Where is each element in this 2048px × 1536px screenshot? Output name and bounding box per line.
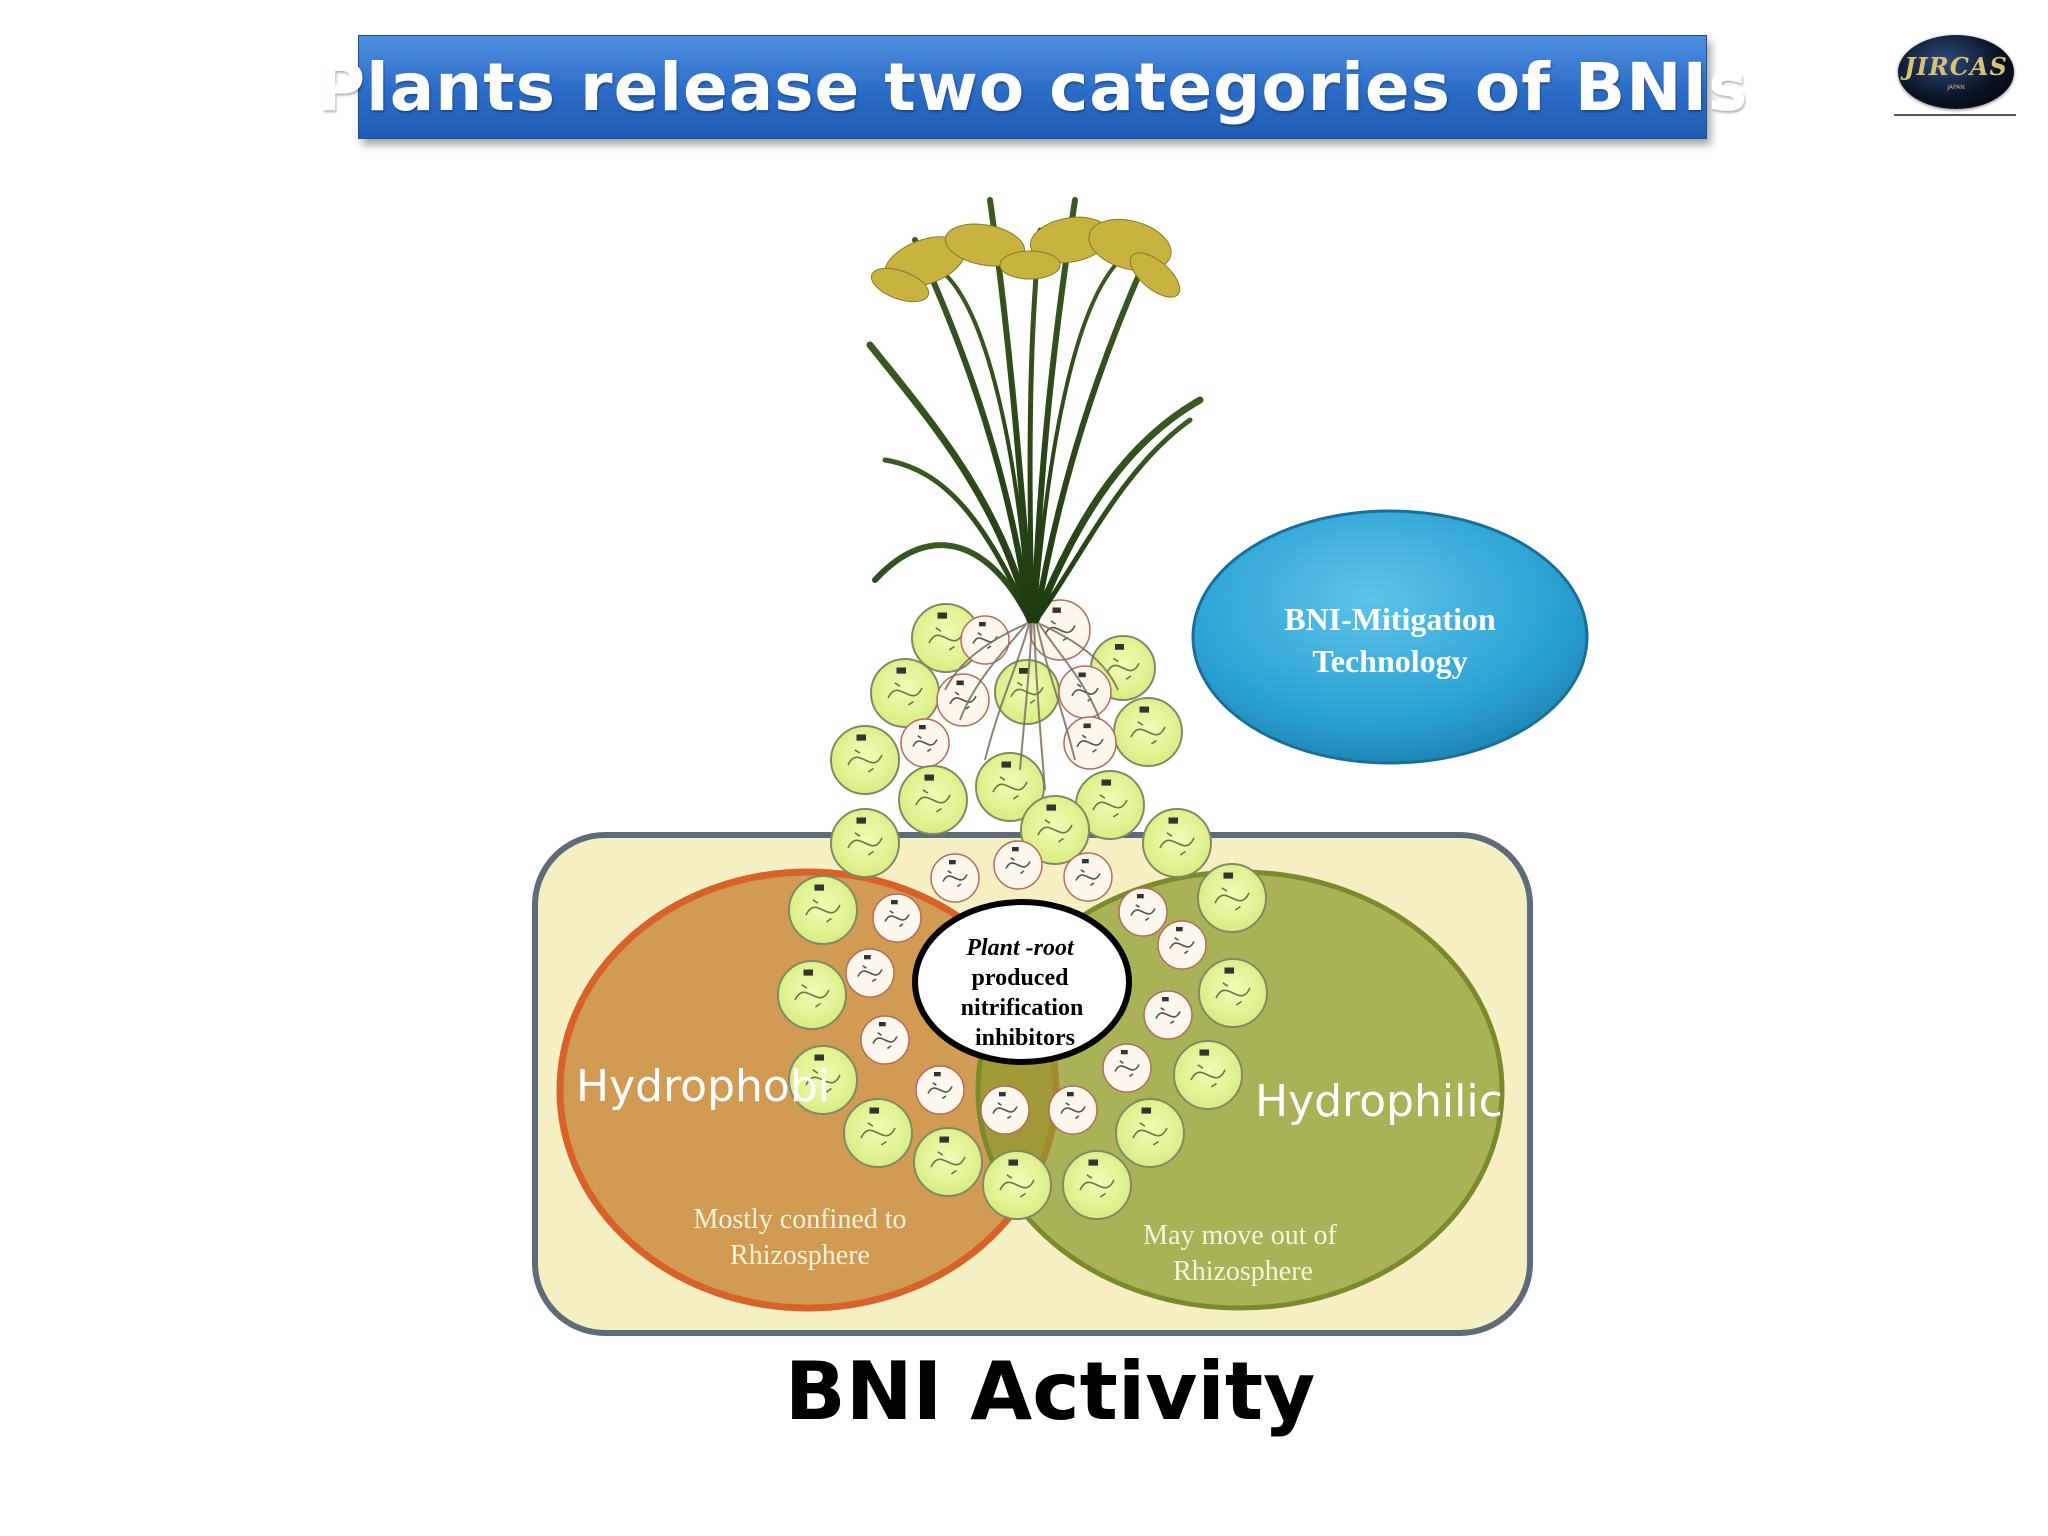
microbe-icon <box>788 1045 858 1115</box>
microbe-tile-icon <box>845 948 895 998</box>
hydrophobic-note-line2: Rhizosphere <box>730 1240 870 1271</box>
microbe-tile-icon <box>993 840 1043 890</box>
logo-text: JIRCAS <box>1904 52 2008 81</box>
microbe-icon <box>1173 1040 1243 1110</box>
bni-activity-label: BNI Activity <box>784 1345 1316 1438</box>
microbe-tile-icon <box>1063 716 1117 770</box>
microbe-icon <box>788 875 858 945</box>
rice-plant <box>866 197 1204 624</box>
microbe-icon <box>830 808 900 878</box>
mitigation-line2: Technology <box>1312 643 1467 679</box>
center-line3: nitrification <box>961 995 1084 1021</box>
microbe-icon <box>1142 808 1212 878</box>
microbe-tile-icon <box>1102 1043 1152 1093</box>
microbe-icon <box>913 1127 983 1197</box>
microbe-cluster <box>777 599 1268 1220</box>
plant-roots <box>944 619 1119 791</box>
microbe-icon <box>870 658 940 728</box>
logo-subtext: JAPAN <box>1947 84 1965 91</box>
mitigation-line1: BNI-Mitigation <box>1284 601 1496 637</box>
microbe-tile-icon <box>1029 599 1091 661</box>
center-ellipse <box>912 899 1132 1065</box>
microbe-tile-icon <box>980 1085 1030 1135</box>
center-line1: Plant -root <box>965 935 1075 961</box>
microbe-tile-icon <box>1143 990 1193 1040</box>
microbe-icon <box>777 960 847 1030</box>
microbe-tile-icon <box>1063 852 1113 902</box>
microbe-tile-icon <box>1058 665 1112 719</box>
microbe-icon <box>1198 958 1268 1028</box>
logo-underline <box>1894 114 2016 116</box>
hydrophilic-note-line2: Rhizosphere <box>1173 1256 1313 1287</box>
microbe-icon <box>1113 697 1183 767</box>
microbe-tile-icon <box>1048 1085 1098 1135</box>
microbe-tile-icon <box>915 1065 965 1115</box>
microbe-tile-icon <box>872 893 922 943</box>
microbe-icon <box>843 1098 913 1168</box>
slide-title: Plants release two categories of BNIs <box>316 48 1749 126</box>
microbe-icon <box>898 765 968 835</box>
mitigation-bubble <box>1191 509 1589 765</box>
microbe-tile-icon <box>900 718 950 768</box>
hydrophobic-label: Hydrophobi <box>576 1061 830 1112</box>
microbe-tile-icon <box>860 1015 910 1065</box>
microbe-icon <box>830 725 900 795</box>
hydrophilic-note-line1: May move out of <box>1143 1220 1337 1251</box>
title-banner: Plants release two categories of BNIs <box>317 35 1747 139</box>
center-line2: produced <box>972 965 1070 991</box>
jircas-logo: JIRCAS JAPAN <box>1894 32 2018 116</box>
rice-grains <box>870 216 1181 303</box>
microbe-icon <box>1115 1098 1185 1168</box>
microbe-icon <box>1062 1150 1132 1220</box>
microbe-tile-icon <box>1118 887 1168 937</box>
microbe-icon <box>982 1150 1052 1220</box>
center-line4: inhibitors <box>975 1025 1075 1051</box>
microbe-tile-icon <box>930 853 980 903</box>
microbe-tile-icon <box>960 615 1010 665</box>
logo-globe-icon <box>1898 35 2014 109</box>
microbe-icon <box>1197 863 1267 933</box>
hydrophobic-note-line1: Mostly confined to <box>693 1204 906 1235</box>
microbe-tile-icon <box>1157 920 1207 970</box>
hydrophilic-label: Hydrophilic <box>1255 1076 1503 1127</box>
microbe-icon <box>1020 795 1090 865</box>
